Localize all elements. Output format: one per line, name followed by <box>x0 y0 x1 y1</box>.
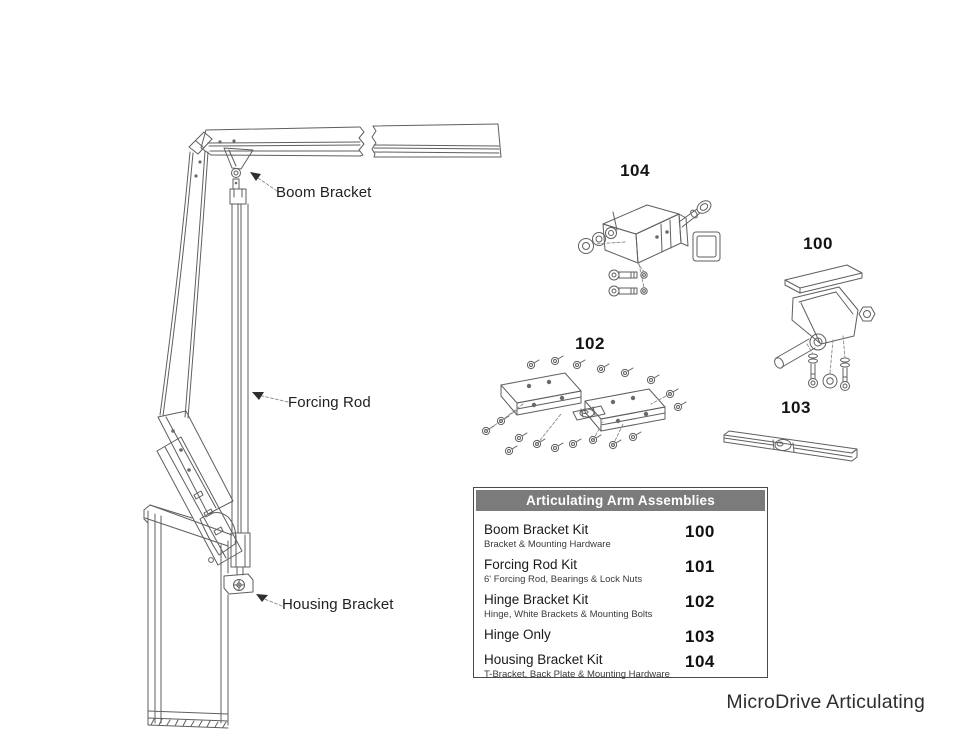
hinge-only-view <box>723 430 858 462</box>
pivot-pin <box>774 333 827 369</box>
bolt-top-right <box>678 200 712 228</box>
parts-table-body: Boom Bracket Kit Bracket & Mounting Hard… <box>474 513 767 682</box>
part-name: Housing Bracket Kit <box>484 652 603 667</box>
articulating-arm-drawing <box>143 123 502 729</box>
part-number-103: 103 <box>781 398 811 417</box>
hinge-bracket-assembly <box>156 410 243 566</box>
bolts-bottom <box>592 241 648 297</box>
part-number: 103 <box>685 627 715 646</box>
part-number-104: 104 <box>620 161 650 180</box>
left-white-bracket <box>500 372 582 416</box>
hinge-plate <box>723 430 858 462</box>
center-hinge <box>572 405 606 421</box>
part-number: 102 <box>685 592 715 611</box>
right-white-bracket <box>584 388 666 432</box>
housing-body <box>143 504 233 729</box>
part-name: Forcing Rod Kit <box>484 557 578 572</box>
part-description: Hinge, White Brackets & Mounting Bolts <box>484 609 653 620</box>
part-description: 6' Forcing Rod, Bearings & Lock Nuts <box>484 574 643 585</box>
washers-left <box>578 227 617 254</box>
table-row: Housing Bracket Kit T-Bracket, Back Plat… <box>474 647 767 682</box>
mast-and-diagonal-arm <box>159 131 213 419</box>
part-number-102: 102 <box>575 334 605 353</box>
mounting-bolts <box>481 355 687 456</box>
mounting-bar <box>784 264 863 294</box>
parts-table: Articulating Arm Assemblies Boom Bracket… <box>473 487 768 680</box>
back-plate-cap <box>692 231 721 262</box>
label-leader-lines <box>250 172 289 607</box>
boom-bracket-kit-view <box>774 264 876 391</box>
bracket-body <box>791 286 859 345</box>
table-row: Boom Bracket Kit Bracket & Mounting Hard… <box>474 517 767 552</box>
part-number: 104 <box>685 652 715 671</box>
forcing-rod-label: Forcing Rod <box>288 394 371 411</box>
hinge-bracket-kit-view <box>481 355 687 456</box>
table-row: Forcing Rod Kit 6' Forcing Rod, Bearings… <box>474 552 767 587</box>
boom-beam <box>200 123 502 158</box>
boom-bracket-label: Boom Bracket <box>276 184 372 201</box>
forcing-rod-part <box>229 188 251 576</box>
part-name: Hinge Only <box>484 627 551 642</box>
part-number: 101 <box>685 557 715 576</box>
table-row: Hinge Only 103 <box>474 622 767 647</box>
part-number-100: 100 <box>803 234 833 253</box>
table-row: Hinge Bracket Kit Hinge, White Brackets … <box>474 587 767 622</box>
part-name: Hinge Bracket Kit <box>484 592 589 607</box>
housing-bracket-label: Housing Bracket <box>282 596 394 613</box>
part-description: Bracket & Mounting Hardware <box>484 539 611 550</box>
part-name: Boom Bracket Kit <box>484 522 589 537</box>
part-description: T-Bracket, Back Plate & Mounting Hardwar… <box>484 669 670 680</box>
boom-bracket-part <box>223 147 254 190</box>
parts-table-title: Articulating Arm Assemblies <box>476 490 765 511</box>
t-bracket-block <box>602 204 689 264</box>
housing-bracket-kit-view <box>578 200 721 297</box>
mounting-hardware <box>806 335 850 391</box>
part-number: 100 <box>685 522 715 541</box>
lock-nut <box>858 306 876 322</box>
housing-bracket-part <box>223 573 254 595</box>
brand-title: MicroDrive Articulating <box>726 691 925 713</box>
